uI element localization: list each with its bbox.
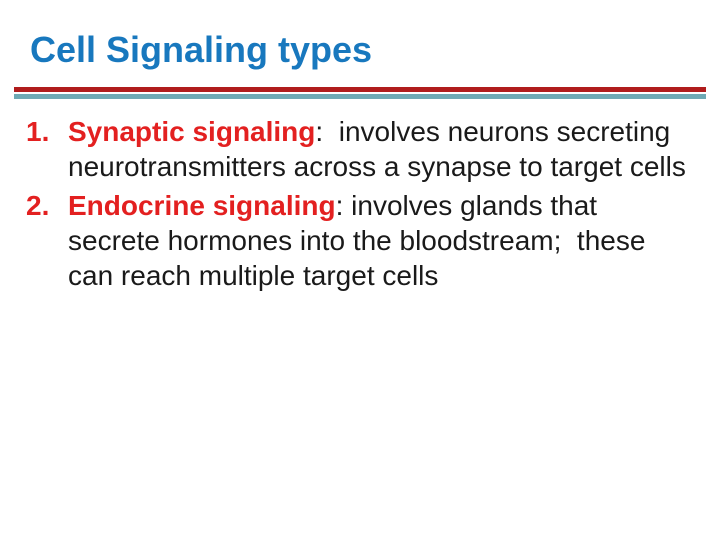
- definition-text: neurotransmitters across a synapse to ta…: [68, 151, 686, 182]
- text-line: neurotransmitters across a synapse to ta…: [68, 149, 710, 184]
- text-line: secrete hormones into the bloodstream; t…: [68, 223, 710, 258]
- numbered-list: 1. Synaptic signaling: involves neurons …: [26, 114, 710, 297]
- term-endocrine-signaling: Endocrine signaling: [68, 190, 336, 221]
- list-number: 2.: [26, 190, 50, 221]
- definition-text: secrete hormones into the bloodstream; t…: [68, 225, 646, 256]
- list-number: 1.: [26, 116, 50, 147]
- slide-title: Cell Signaling types: [30, 29, 373, 70]
- definition-text: : involves neurons secreting: [315, 116, 671, 147]
- list-item-text: Synaptic signaling: involves neurons sec…: [68, 114, 710, 184]
- text-line: Synaptic signaling: involves neurons sec…: [68, 114, 710, 149]
- list-item-endocrine-signaling: 2. Endocrine signaling: involves glands …: [26, 188, 710, 293]
- title-divider-red-line: [14, 87, 706, 92]
- term-synaptic-signaling: Synaptic signaling: [68, 116, 316, 147]
- title-divider-teal-line: [14, 94, 706, 99]
- list-item-text: Endocrine signaling: involves glands tha…: [68, 188, 710, 293]
- text-line: Endocrine signaling: involves glands tha…: [68, 188, 710, 223]
- definition-text: can reach multiple target cells: [68, 260, 439, 291]
- definition-text: : involves glands that: [335, 190, 598, 221]
- list-item-synaptic-signaling: 1. Synaptic signaling: involves neurons …: [26, 114, 710, 184]
- text-line: can reach multiple target cells: [68, 258, 710, 293]
